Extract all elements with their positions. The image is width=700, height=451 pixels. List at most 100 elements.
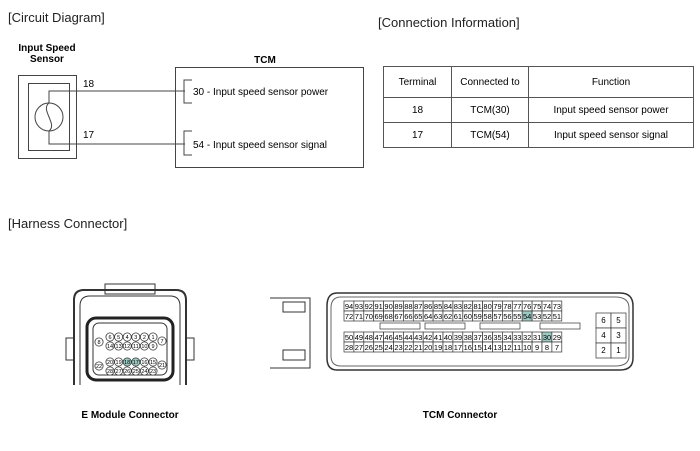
svg-text:61: 61 bbox=[454, 312, 462, 321]
pin-24-circle bbox=[139, 366, 149, 376]
svg-text:79: 79 bbox=[493, 302, 501, 311]
cell: 18 bbox=[383, 97, 452, 123]
pin-88: 88 bbox=[403, 300, 414, 312]
svg-text:81: 81 bbox=[474, 302, 482, 311]
svg-text:30: 30 bbox=[543, 333, 551, 342]
pin-43: 43 bbox=[412, 331, 424, 343]
svg-text:77: 77 bbox=[513, 302, 521, 311]
pin-25: 25 bbox=[373, 341, 384, 353]
pin-13: 13 bbox=[116, 344, 122, 350]
pin-23-circle bbox=[148, 366, 158, 376]
svg-text:46: 46 bbox=[384, 333, 392, 342]
svg-text:10: 10 bbox=[523, 343, 531, 352]
pin-20-circle bbox=[105, 357, 115, 367]
pin-49: 49 bbox=[353, 331, 365, 343]
pin-1-circle bbox=[148, 332, 158, 342]
pin-2-circle bbox=[139, 332, 149, 342]
svg-text:13: 13 bbox=[493, 343, 501, 352]
pin-78: 78 bbox=[502, 300, 513, 312]
pin-59: 59 bbox=[472, 310, 483, 322]
svg-text:37: 37 bbox=[474, 333, 482, 342]
pin-84: 84 bbox=[442, 300, 454, 312]
svg-text:89: 89 bbox=[394, 302, 402, 311]
key-bar bbox=[424, 322, 466, 330]
svg-text:83: 83 bbox=[454, 302, 462, 311]
key-bar bbox=[479, 322, 521, 330]
pin-47: 47 bbox=[373, 331, 384, 343]
pin-58: 58 bbox=[482, 310, 493, 322]
pin-19: 19 bbox=[116, 360, 122, 366]
svg-text:35: 35 bbox=[493, 333, 501, 342]
svg-text:24: 24 bbox=[384, 343, 392, 352]
pin-15: 15 bbox=[472, 341, 483, 353]
pin-61: 61 bbox=[452, 310, 464, 322]
svg-text:8: 8 bbox=[545, 343, 549, 352]
svg-text:49: 49 bbox=[355, 333, 363, 342]
pin-29: 29 bbox=[551, 331, 563, 343]
svg-text:78: 78 bbox=[503, 302, 511, 311]
pin-35: 35 bbox=[492, 331, 503, 343]
pin-3: 3 bbox=[610, 327, 627, 344]
pin-20: 20 bbox=[422, 341, 434, 353]
pin-4-circle bbox=[122, 332, 132, 342]
svg-text:68: 68 bbox=[384, 312, 392, 321]
pin-28-circle bbox=[105, 366, 115, 376]
pin-5: 5 bbox=[610, 312, 627, 329]
wire-18 bbox=[48, 90, 185, 103]
pin-73: 73 bbox=[551, 300, 563, 312]
pin-90: 90 bbox=[383, 300, 394, 312]
pin-20: 20 bbox=[107, 360, 113, 366]
pin-45: 45 bbox=[393, 331, 404, 343]
pin-74: 74 bbox=[541, 300, 553, 312]
pin-14-circle bbox=[105, 341, 115, 351]
pin-26-circle bbox=[122, 366, 132, 376]
svg-text:22: 22 bbox=[404, 343, 412, 352]
svg-text:70: 70 bbox=[365, 312, 373, 321]
pin-26: 26 bbox=[124, 369, 130, 375]
pin-2: 2 bbox=[143, 335, 146, 341]
pin-91: 91 bbox=[373, 300, 384, 312]
svg-text:76: 76 bbox=[523, 302, 531, 311]
pin-17: 17 bbox=[133, 360, 139, 366]
header-terminal: Terminal bbox=[383, 66, 452, 98]
svg-text:94: 94 bbox=[345, 302, 353, 311]
pin-6-circle bbox=[105, 332, 115, 342]
pin-77: 77 bbox=[511, 300, 523, 312]
circuit-diagram-heading: [Circuit Diagram] bbox=[8, 10, 105, 25]
cell: TCM(30) bbox=[451, 97, 529, 123]
pin-56: 56 bbox=[502, 310, 513, 322]
e-module-label: E Module Connector bbox=[81, 410, 179, 421]
pin-68: 68 bbox=[383, 310, 394, 322]
svg-text:50: 50 bbox=[345, 333, 353, 342]
svg-text:47: 47 bbox=[375, 333, 383, 342]
svg-text:33: 33 bbox=[513, 333, 521, 342]
svg-text:25: 25 bbox=[375, 343, 383, 352]
tcm-pin-30-label: 30 - Input speed sensor power bbox=[193, 87, 329, 98]
svg-text:51: 51 bbox=[553, 312, 561, 321]
svg-text:84: 84 bbox=[444, 302, 452, 311]
pin-13-circle bbox=[114, 341, 124, 351]
svg-text:57: 57 bbox=[493, 312, 501, 321]
svg-text:36: 36 bbox=[483, 333, 491, 342]
pin-5-circle bbox=[114, 332, 124, 342]
pin-82: 82 bbox=[462, 300, 474, 312]
pin-12: 12 bbox=[502, 341, 513, 353]
svg-text:19: 19 bbox=[434, 343, 442, 352]
pin-1: 1 bbox=[151, 335, 154, 341]
pin-9-circle bbox=[148, 341, 158, 351]
pin-2: 2 bbox=[595, 342, 612, 359]
pin-14: 14 bbox=[482, 341, 493, 353]
pin-75: 75 bbox=[531, 300, 543, 312]
svg-text:3: 3 bbox=[616, 331, 621, 340]
pin-23: 23 bbox=[393, 341, 404, 353]
svg-text:88: 88 bbox=[404, 302, 412, 311]
pin-40: 40 bbox=[442, 331, 454, 343]
svg-text:18: 18 bbox=[444, 343, 452, 352]
harness-connector-heading: [Harness Connector] bbox=[8, 216, 128, 231]
pin-4: 4 bbox=[595, 327, 612, 344]
cell: 17 bbox=[383, 122, 452, 148]
svg-text:55: 55 bbox=[513, 312, 521, 321]
pin-55: 55 bbox=[511, 310, 523, 322]
pin-11: 11 bbox=[133, 344, 139, 350]
